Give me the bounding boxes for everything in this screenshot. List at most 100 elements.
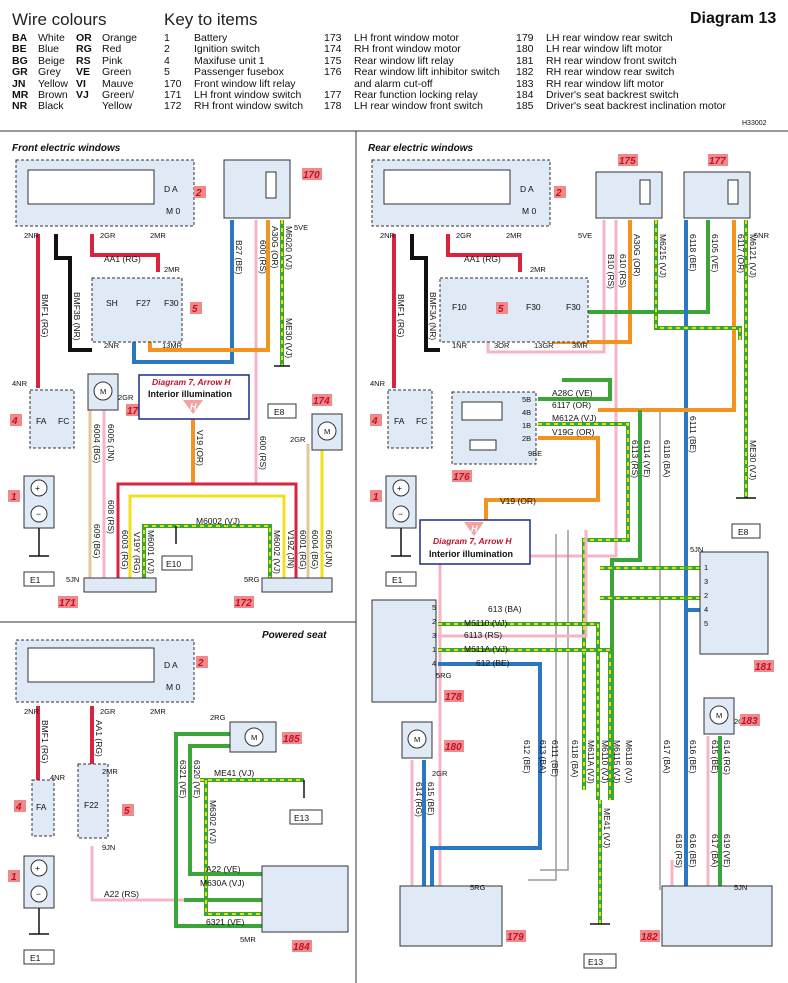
key-number: 170 bbox=[164, 77, 182, 90]
svg-text:A30G (OR): A30G (OR) bbox=[632, 234, 642, 277]
svg-text:5JN: 5JN bbox=[734, 883, 747, 892]
item-tag-2-front: 2 bbox=[194, 186, 206, 199]
key-text: LH rear window rear switch bbox=[546, 32, 673, 44]
motor-174: M 2GR 174 bbox=[290, 394, 343, 451]
key-text: Driver's seat backrest inclination motor bbox=[546, 100, 726, 113]
ignition-switch-rear: D A M 0 2NR 2GR 2MR 2 bbox=[371, 159, 566, 240]
svg-text:A28C (VE): A28C (VE) bbox=[552, 388, 593, 398]
svg-text:2GR: 2GR bbox=[100, 707, 116, 716]
svg-text:617 (BA): 617 (BA) bbox=[662, 740, 672, 774]
wire-colour-code: BG bbox=[12, 54, 28, 67]
wire-colour-name: Green bbox=[102, 66, 132, 79]
svg-text:13MR: 13MR bbox=[162, 341, 183, 350]
key-text: Ignition switch bbox=[194, 43, 260, 56]
svg-text:V19Y (RG): V19Y (RG) bbox=[132, 532, 142, 574]
svg-text:ME41 (VJ): ME41 (VJ) bbox=[602, 808, 612, 848]
front-wires bbox=[36, 220, 324, 582]
key-text: Front window lift relay bbox=[194, 77, 296, 90]
svg-text:6005 (JN): 6005 (JN) bbox=[106, 424, 116, 461]
wire-colour-item: Yellow bbox=[76, 101, 132, 112]
svg-text:6003 (RG): 6003 (RG) bbox=[120, 530, 130, 570]
relay-177: 177 5NR bbox=[683, 154, 770, 240]
wire-colours-title: Wire colours bbox=[12, 10, 107, 29]
wire-colour-name: Red bbox=[102, 43, 122, 56]
wire-colour-name: Grey bbox=[38, 66, 61, 79]
svg-text:ME30 (VJ): ME30 (VJ) bbox=[284, 318, 294, 358]
svg-text:617 (BA): 617 (BA) bbox=[710, 834, 720, 868]
battery-front: + − 1 E1 bbox=[8, 475, 55, 587]
wire-colour-name: White bbox=[38, 32, 65, 44]
svg-text:2GR: 2GR bbox=[456, 231, 472, 240]
svg-text:E10: E10 bbox=[166, 559, 181, 569]
wire-colour-name: Orange bbox=[102, 32, 138, 44]
key-text: Rear window lift relay bbox=[354, 54, 454, 67]
svg-text:AA1 (RG): AA1 (RG) bbox=[104, 254, 141, 264]
key-text: LH front window motor bbox=[354, 32, 460, 44]
section-title-seat: Powered seat bbox=[262, 630, 327, 641]
key-number: 174 bbox=[324, 43, 342, 56]
svg-text:+: + bbox=[397, 483, 402, 493]
svg-text:6321 (VE): 6321 (VE) bbox=[178, 760, 188, 798]
svg-text:1: 1 bbox=[11, 872, 17, 883]
svg-text:B27 (BE): B27 (BE) bbox=[234, 240, 244, 275]
svg-text:173: 173 bbox=[127, 406, 144, 417]
svg-text:1: 1 bbox=[373, 492, 379, 503]
svg-text:4: 4 bbox=[704, 605, 708, 614]
svg-text:M6115 (VJ): M6115 (VJ) bbox=[612, 740, 622, 783]
svg-text:4: 4 bbox=[432, 659, 436, 668]
svg-text:M: M bbox=[100, 387, 106, 396]
svg-text:2: 2 bbox=[704, 591, 708, 600]
svg-text:+: + bbox=[35, 863, 40, 873]
svg-text:M6118 (VJ): M6118 (VJ) bbox=[624, 740, 634, 783]
key-number: 4 bbox=[164, 54, 170, 67]
switch-178: 5 2 3 1 4 5RG 178 bbox=[371, 599, 464, 703]
seat-wire-labels: BMF1 (RG) AA1 (RG) A22 (RS) A22 (VE) M63… bbox=[40, 720, 254, 927]
key-text: RH rear window rear switch bbox=[546, 66, 675, 79]
svg-text:F27: F27 bbox=[136, 298, 151, 308]
relay-170: 170 5VE bbox=[223, 159, 322, 232]
key-number: 171 bbox=[164, 89, 182, 101]
svg-text:2: 2 bbox=[555, 188, 562, 199]
section-title-front: Front electric windows bbox=[12, 143, 121, 154]
svg-text:5JN: 5JN bbox=[690, 545, 703, 554]
key-text: RH front window switch bbox=[194, 100, 304, 113]
svg-text:2NR: 2NR bbox=[24, 707, 40, 716]
svg-text:M: M bbox=[414, 735, 420, 744]
svg-text:Diagram 7, Arrow H: Diagram 7, Arrow H bbox=[433, 536, 512, 546]
wire-colour-code: MR bbox=[12, 89, 29, 101]
switch-172: 5RG 172 bbox=[234, 575, 333, 609]
key-number: 172 bbox=[164, 100, 182, 113]
section-frames bbox=[0, 130, 788, 983]
svg-text:6118 (BE): 6118 (BE) bbox=[688, 234, 698, 272]
svg-text:M6020 (VJ): M6020 (VJ) bbox=[284, 226, 294, 270]
svg-text:1: 1 bbox=[11, 492, 17, 503]
svg-text:3: 3 bbox=[432, 631, 436, 640]
svg-text:5: 5 bbox=[704, 619, 708, 628]
key-number: 181 bbox=[516, 54, 534, 67]
svg-text:E13: E13 bbox=[588, 957, 603, 967]
ground-e13-seat: E13 bbox=[289, 780, 323, 825]
svg-text:185: 185 bbox=[283, 734, 300, 745]
svg-text:4NR: 4NR bbox=[12, 379, 28, 388]
svg-text:V19 (OR): V19 (OR) bbox=[500, 496, 536, 506]
svg-text:172: 172 bbox=[235, 598, 252, 609]
rear-wire-labels: BMF1 (RG) BMF3A (NR) AA1 (RG) B10 (RS) 6… bbox=[396, 234, 758, 868]
key-number: 184 bbox=[516, 89, 534, 101]
key-number: 2 bbox=[164, 43, 170, 56]
svg-text:6004 (BG): 6004 (BG) bbox=[92, 424, 102, 463]
svg-text:E13: E13 bbox=[294, 813, 309, 823]
key-number: 182 bbox=[516, 66, 534, 79]
svg-text:M6121 (VJ): M6121 (VJ) bbox=[748, 234, 758, 278]
svg-text:FA: FA bbox=[36, 802, 47, 812]
